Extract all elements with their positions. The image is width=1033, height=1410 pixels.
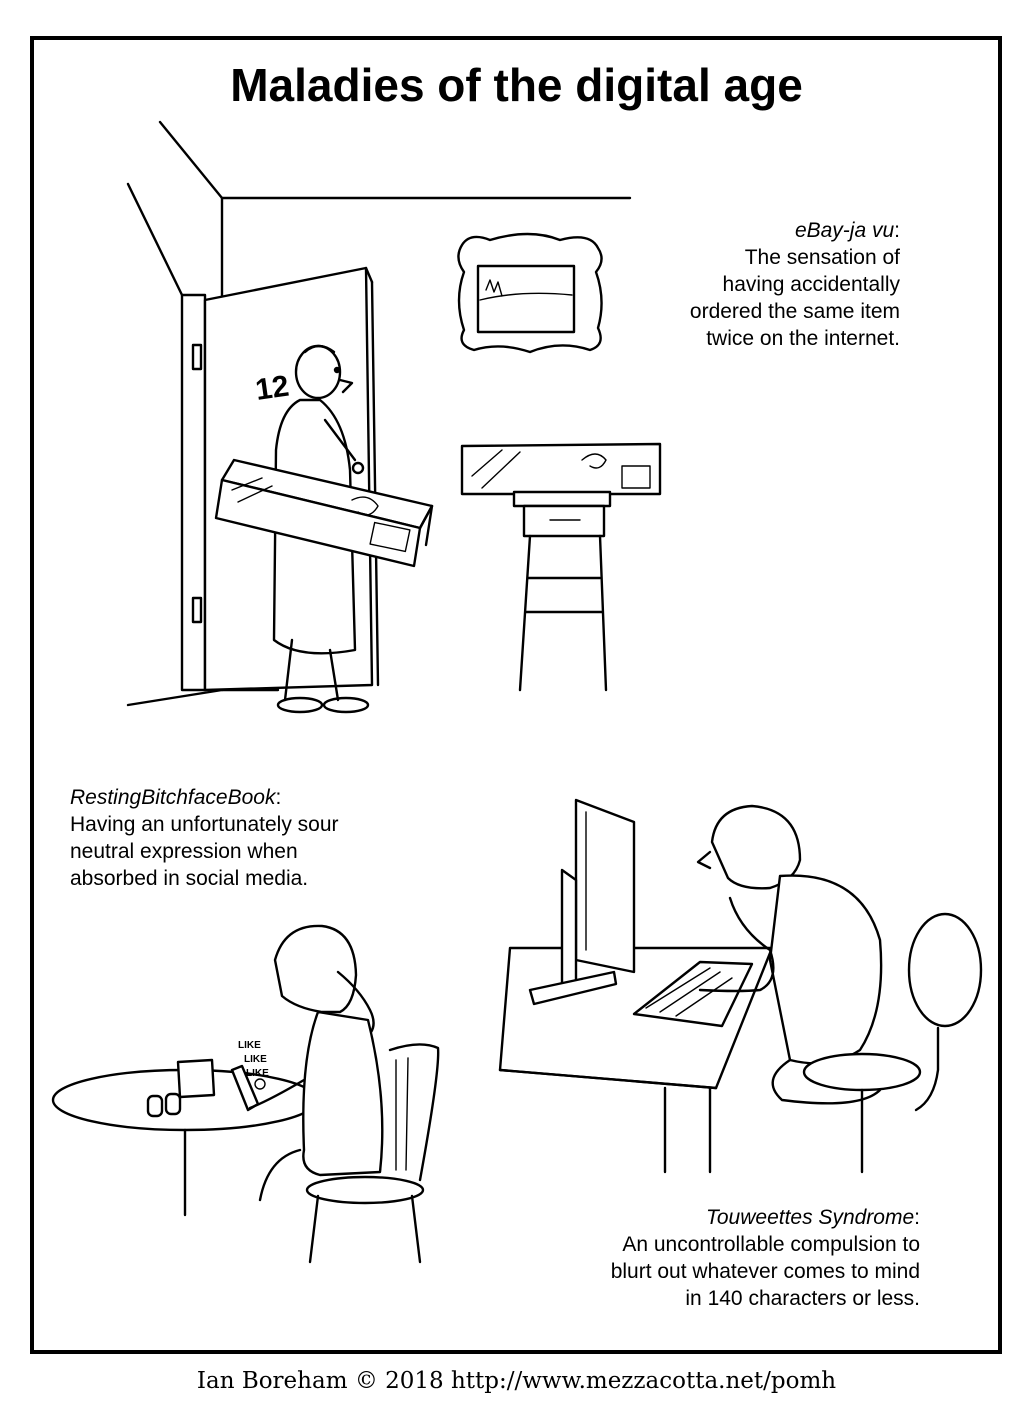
twitter-scene xyxy=(498,798,983,1174)
phone-like-3: LIKE xyxy=(246,1068,269,1079)
comic-frame xyxy=(30,36,1002,1354)
comic-title: Maladies of the digital age xyxy=(230,59,803,111)
caption-line: twice on the internet. xyxy=(706,327,900,350)
caption-line: The sensation of xyxy=(744,246,900,269)
term-ebay-ja-vu: eBay-ja vu xyxy=(794,219,895,242)
caption-line: blurt out whatever comes to mind xyxy=(610,1260,920,1283)
footer-credit: Ian Boreham © 2018 http://www.mezzacotta… xyxy=(196,1368,837,1394)
door-number: 12 xyxy=(253,370,291,407)
caption-line: absorbed in social media. xyxy=(70,867,309,890)
phone-like-1: LIKE xyxy=(238,1040,261,1051)
term-restingbitchfacebook: RestingBitchfaceBook xyxy=(70,786,276,809)
facebook-scene: LIKE LIKE LIKE xyxy=(51,924,440,1264)
caption-line: Having an unfortunately sour xyxy=(70,813,339,836)
caption-line: ordered the same item xyxy=(689,300,900,323)
caption-ebay-ja-vu: eBay-ja vu: The sensation of having acci… xyxy=(570,217,900,352)
ebay-scene: 12 xyxy=(126,120,662,714)
phone-like-2: LIKE xyxy=(244,1054,267,1065)
caption-line: having accidentally xyxy=(722,273,900,296)
caption-line: in 140 characters or less. xyxy=(685,1287,920,1310)
caption-line: An uncontrollable compulsion to xyxy=(622,1233,920,1256)
caption-restingbitchfacebook: RestingBitchfaceBook: Having an unfortun… xyxy=(70,784,430,892)
caption-line: neutral expression when xyxy=(70,840,298,863)
term-touweettes-syndrome: Touweettes Syndrome xyxy=(705,1206,915,1229)
caption-touweettes-syndrome: Touweettes Syndrome: An uncontrollable c… xyxy=(500,1204,920,1312)
